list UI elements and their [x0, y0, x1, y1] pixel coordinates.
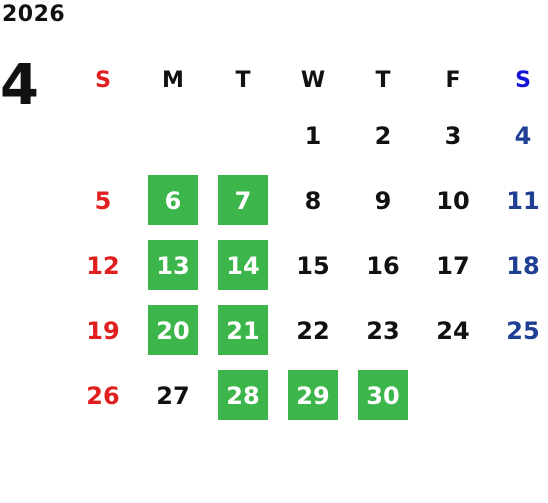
empty-cell [138, 103, 208, 168]
day-cell-10[interactable]: 10 [418, 168, 488, 233]
day-number: 9 [374, 186, 392, 215]
day-number: 11 [506, 186, 540, 215]
day-number: 12 [86, 251, 120, 280]
day-number: 10 [436, 186, 470, 215]
day-number: 14 [226, 251, 260, 280]
highlight-background [358, 370, 408, 420]
day-cell-30[interactable]: 30 [348, 363, 418, 428]
day-number: 26 [86, 381, 120, 410]
day-number: 30 [366, 381, 400, 410]
day-cell-5[interactable]: 5 [68, 168, 138, 233]
day-number: 1 [304, 121, 322, 150]
day-cell-7[interactable]: 7 [208, 168, 278, 233]
day-cell-27[interactable]: 27 [138, 363, 208, 428]
highlight-background [218, 305, 268, 355]
highlight-background [218, 370, 268, 420]
day-number: 18 [506, 251, 540, 280]
highlight-background [218, 240, 268, 290]
day-cell-13[interactable]: 13 [138, 233, 208, 298]
day-number: 7 [234, 186, 252, 215]
day-cell-3[interactable]: 3 [418, 103, 488, 168]
empty-cell [68, 103, 138, 168]
weekday-header-sun: S [95, 68, 111, 93]
highlight-background [218, 175, 268, 225]
day-cell-2[interactable]: 2 [348, 103, 418, 168]
weekday-header-thu: T [375, 68, 391, 93]
weekday-header-fri: F [445, 68, 461, 93]
day-cell-15[interactable]: 15 [278, 233, 348, 298]
month-number: 4 [0, 53, 39, 118]
day-cell-16[interactable]: 16 [348, 233, 418, 298]
day-number: 27 [156, 381, 190, 410]
day-number: 2 [374, 121, 392, 150]
day-cell-12[interactable]: 12 [68, 233, 138, 298]
day-number: 16 [366, 251, 400, 280]
day-cell-28[interactable]: 28 [208, 363, 278, 428]
day-number: 3 [444, 121, 462, 150]
day-number: 24 [436, 316, 470, 345]
highlight-background [148, 305, 198, 355]
day-cell-29[interactable]: 29 [278, 363, 348, 428]
day-number: 29 [296, 381, 330, 410]
day-cell-26[interactable]: 26 [68, 363, 138, 428]
day-number: 5 [94, 186, 112, 215]
day-number: 15 [296, 251, 330, 280]
empty-cell [208, 103, 278, 168]
day-cell-20[interactable]: 20 [138, 298, 208, 363]
day-number: 8 [304, 186, 322, 215]
day-cell-4[interactable]: 4 [488, 103, 548, 168]
day-number: 6 [164, 186, 182, 215]
weekday-header-tue: T [235, 68, 251, 93]
day-number: 23 [366, 316, 400, 345]
day-cell-18[interactable]: 18 [488, 233, 548, 298]
day-cell-24[interactable]: 24 [418, 298, 488, 363]
weekday-header-mon: M [162, 68, 184, 93]
day-cell-25[interactable]: 25 [488, 298, 548, 363]
day-number: 21 [226, 316, 260, 345]
day-cell-14[interactable]: 14 [208, 233, 278, 298]
day-cell-17[interactable]: 17 [418, 233, 488, 298]
day-number: 22 [296, 316, 330, 345]
day-cell-9[interactable]: 9 [348, 168, 418, 233]
day-number: 20 [156, 316, 190, 345]
day-number: 17 [436, 251, 470, 280]
day-number: 13 [156, 251, 190, 280]
day-cell-1[interactable]: 1 [278, 103, 348, 168]
weekday-header-wed: W [300, 68, 326, 93]
day-cell-8[interactable]: 8 [278, 168, 348, 233]
highlight-background [148, 240, 198, 290]
day-number: 25 [506, 316, 540, 345]
day-cell-22[interactable]: 22 [278, 298, 348, 363]
day-number: 4 [514, 121, 532, 150]
highlight-background [148, 175, 198, 225]
weekday-header-sat: S [515, 68, 531, 93]
highlight-background [288, 370, 338, 420]
day-cell-19[interactable]: 19 [68, 298, 138, 363]
day-cell-6[interactable]: 6 [138, 168, 208, 233]
day-cell-23[interactable]: 23 [348, 298, 418, 363]
day-number: 28 [226, 381, 260, 410]
day-cell-11[interactable]: 11 [488, 168, 548, 233]
year-label: 2026 [2, 2, 66, 27]
day-number: 19 [86, 316, 120, 345]
day-cell-21[interactable]: 21 [208, 298, 278, 363]
